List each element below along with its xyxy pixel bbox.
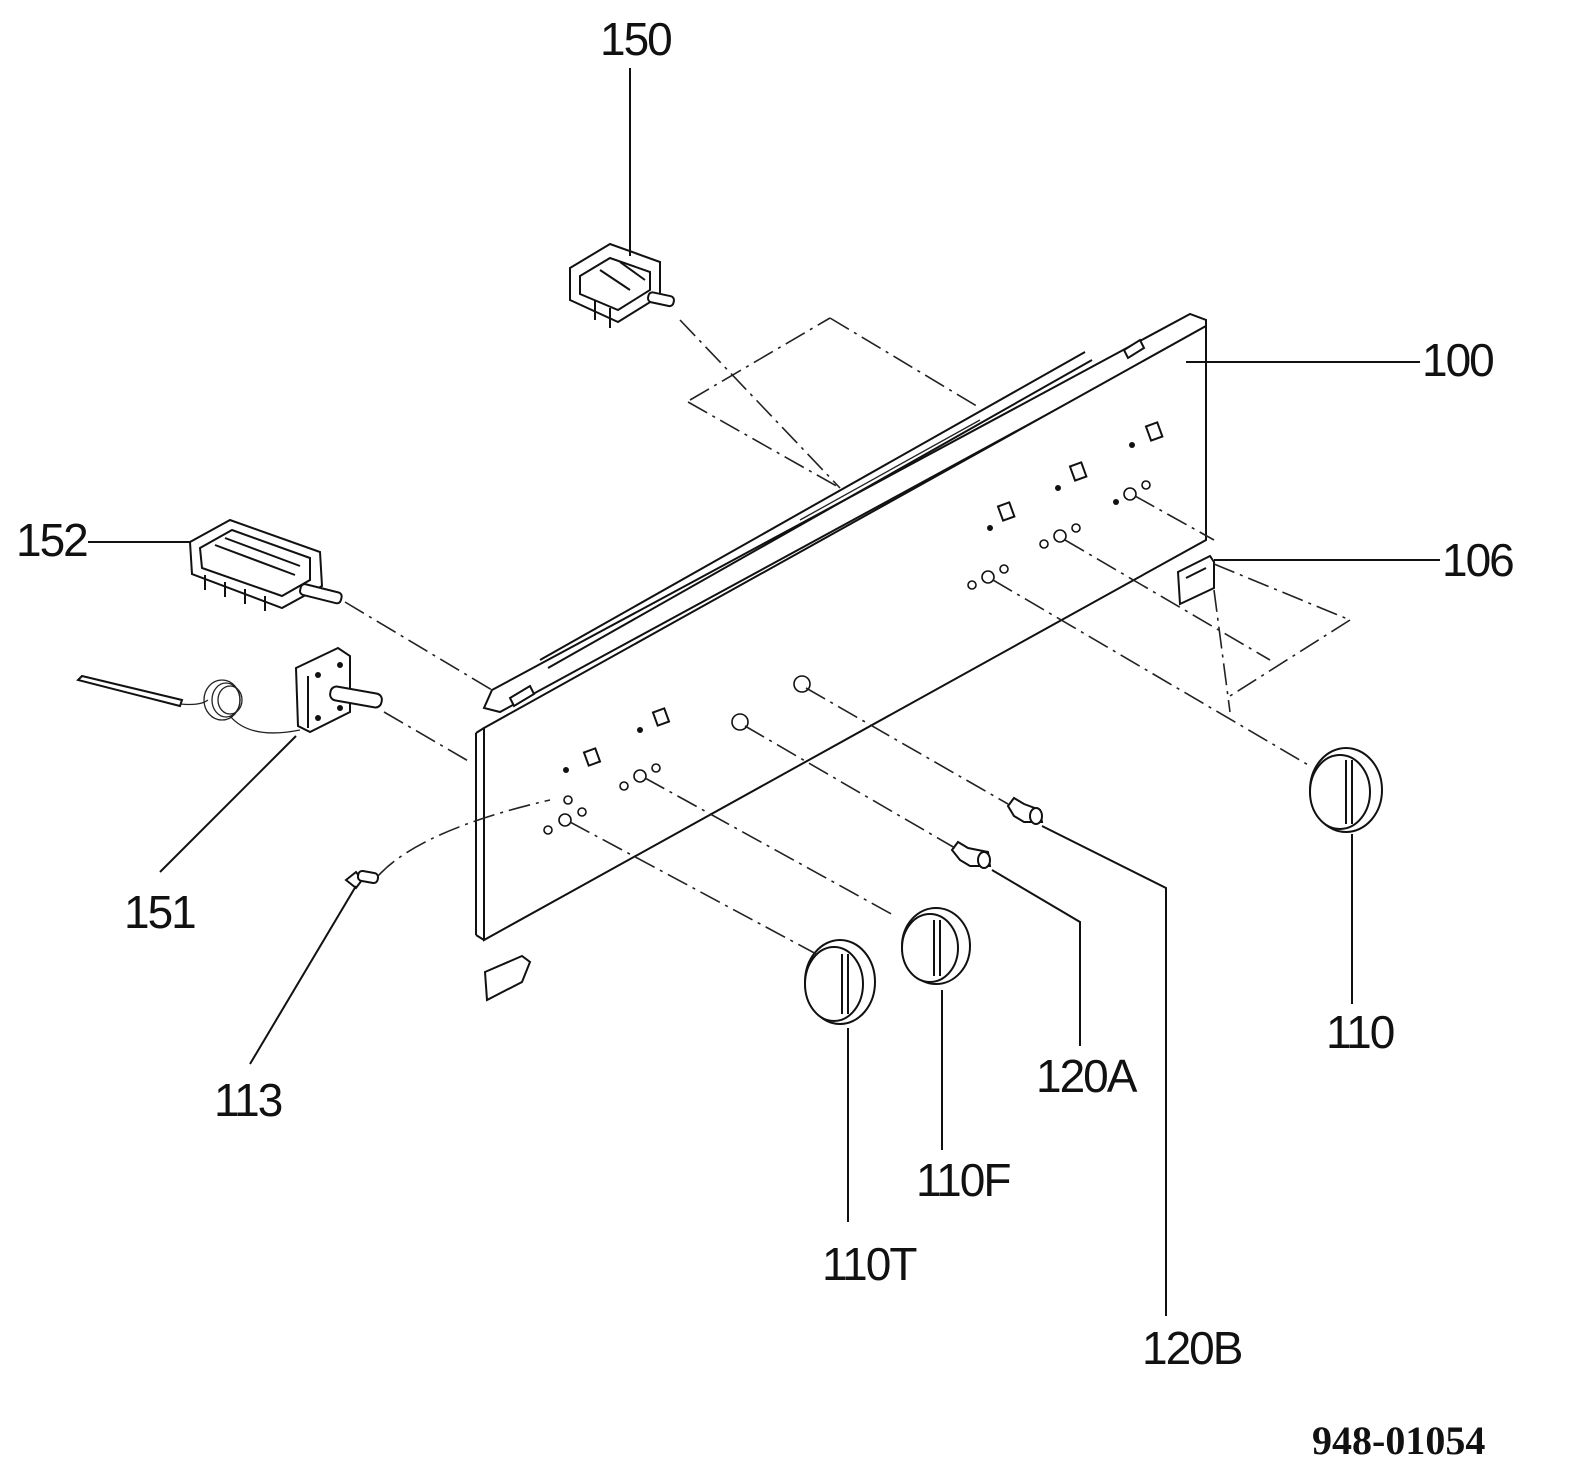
label-110f: 110F (916, 1154, 1010, 1206)
selector-switch-152 (188, 518, 343, 611)
label-152: 152 (16, 514, 87, 566)
label-151: 151 (124, 886, 195, 938)
leader-lines (88, 68, 1440, 1316)
thermostat-151 (76, 646, 383, 734)
label-113: 113 (214, 1074, 282, 1126)
document-code: 948-01054 (1312, 1418, 1485, 1463)
switch-150 (569, 242, 675, 328)
label-110: 110 (1326, 1006, 1394, 1058)
assembly-axis-lines (344, 317, 1351, 957)
label-110t: 110T (822, 1238, 917, 1290)
label-150: 150 (600, 13, 671, 65)
knob-110f (901, 907, 971, 985)
label-106: 106 (1442, 534, 1513, 586)
spindle-120b (1006, 796, 1044, 825)
knob-110 (1309, 747, 1383, 833)
part-labels: 150 100 152 106 151 113 110 120A 110F 11… (16, 13, 1515, 1374)
spindle-120a (950, 840, 992, 869)
control-panel-100 (475, 312, 1207, 1002)
label-120a: 120A (1036, 1050, 1138, 1102)
bracket-106 (1176, 554, 1215, 606)
knob-110t (804, 939, 876, 1025)
label-120b: 120B (1142, 1322, 1242, 1374)
label-100: 100 (1422, 334, 1493, 386)
lamp-113 (344, 869, 380, 890)
